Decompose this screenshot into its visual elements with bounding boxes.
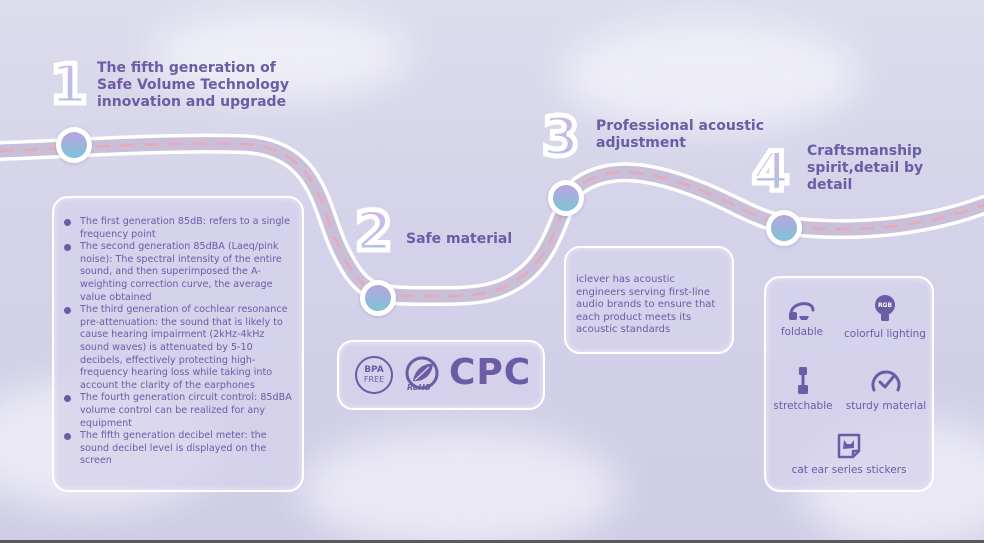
step-2-title-line: Safe material: [406, 231, 513, 247]
list-item: The fifth generation decibel meter: the …: [62, 430, 294, 468]
lightbulb-icon: RGB: [875, 295, 895, 321]
rohs-badge: RoHS: [403, 354, 441, 394]
feature-lighting: RGB colorful lighting: [840, 294, 930, 340]
step-1-title-line: Safe Volume Technology: [97, 77, 290, 93]
step-4-number: 4: [750, 140, 793, 203]
step-3-title-line: Professional acoustic: [596, 118, 764, 134]
list-item: The second generation 85dBA (Laeq/pink n…: [62, 241, 294, 304]
step-3-title-line: adjustment: [596, 135, 687, 151]
step-4-marker: [766, 210, 802, 246]
bpa-label: BPA: [364, 365, 384, 375]
free-label: FREE: [363, 375, 385, 384]
stretch-slider-icon: [798, 367, 808, 394]
cpc-label: CPC: [449, 352, 532, 393]
step-2-title: Safe material: [406, 231, 512, 248]
feature-foldable: foldable: [774, 296, 830, 338]
generations-list: The first generation 85dB: refers to a s…: [62, 216, 294, 468]
step-1-number: 1: [48, 53, 91, 116]
step-4-title: Craftsmanship spirit,detail by detail: [807, 143, 923, 194]
cloud: [300, 430, 620, 543]
step-1-title: The fifth generation of Safe Volume Tech…: [97, 60, 289, 111]
feature-label: colorful lighting: [844, 328, 926, 340]
bottom-edge: [0, 540, 984, 543]
feature-label: foldable: [780, 326, 824, 338]
check-gauge-icon: [871, 370, 901, 392]
step-3-marker: [548, 180, 584, 216]
list-item: The first generation 85dB: refers to a s…: [62, 216, 294, 241]
feature-stretchable: stretchable: [768, 366, 838, 412]
cloud: [150, 10, 410, 100]
step-4-title-line: detail: [807, 177, 853, 193]
rohs-leaf-icon: [405, 356, 439, 390]
step-4-title-line: Craftsmanship: [807, 143, 922, 159]
step-3-title: Professional acoustic adjustment: [596, 118, 764, 152]
bpa-free-badge: BPA FREE: [355, 356, 393, 394]
feature-sturdy: sturdy material: [842, 366, 930, 412]
step-1-marker: [56, 127, 92, 163]
headphones-fold-icon: [789, 302, 815, 320]
list-item: The third generation of cochlear resonan…: [62, 304, 294, 392]
step-3-number: 3: [540, 105, 583, 168]
sticker-icon: [837, 433, 861, 459]
step-1-title-line: innovation and upgrade: [97, 94, 287, 110]
cloud: [560, 20, 860, 130]
step-4-title-line: spirit,detail by: [807, 160, 924, 176]
step-2-number: 2: [353, 200, 396, 263]
certifications-card: BPA FREE RoHS CPC: [337, 340, 545, 410]
feature-label: stretchable: [773, 400, 833, 412]
feature-label: sturdy material: [845, 400, 927, 412]
rohs-label: RoHS: [407, 383, 431, 392]
feature-stickers: cat ear series stickers: [774, 432, 924, 476]
acoustic-card: iclever has acoustic engineers serving f…: [564, 246, 734, 354]
step-2-marker: [360, 280, 396, 316]
generations-card: The first generation 85dB: refers to a s…: [52, 196, 304, 492]
step-1-title-line: The fifth generation of: [97, 60, 276, 76]
features-card: foldable RGB colorful lighting stretchab…: [764, 276, 934, 492]
acoustic-description: iclever has acoustic engineers serving f…: [576, 274, 716, 336]
rgb-badge-label: RGB: [878, 302, 893, 309]
list-item: The fourth generation circuit control: 8…: [62, 392, 294, 430]
feature-label: cat ear series stickers: [791, 464, 907, 476]
